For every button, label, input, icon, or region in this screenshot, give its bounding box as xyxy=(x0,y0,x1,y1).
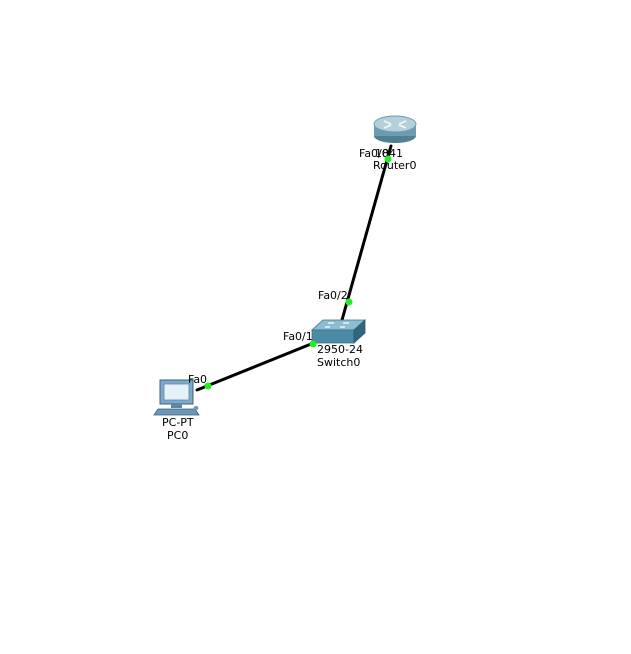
switch0[interactable]: 2950-24 Switch0 xyxy=(310,319,367,369)
switch-icon xyxy=(310,319,367,344)
port-label-switch-fa0-2: Fa0/2 xyxy=(318,289,348,302)
pc-model-label: PC-PT xyxy=(162,416,194,429)
cable-router-switch[interactable] xyxy=(340,144,393,322)
switch-model-label: 2950-24 xyxy=(317,343,363,356)
link-status-dot-switch-lower xyxy=(309,340,317,348)
cables xyxy=(195,144,393,392)
port-label-router-fa0-0: Fa0/0 xyxy=(359,147,389,160)
switch-name-label: Switch0 xyxy=(317,356,360,369)
router0[interactable]: 1841 Router0 xyxy=(373,115,417,172)
port-label-pc-fa0: Fa0 xyxy=(188,373,207,386)
link-status-dot-switch-upper xyxy=(345,298,353,306)
pc0[interactable]: PC-PT PC0 xyxy=(153,379,200,442)
pc-icon xyxy=(153,379,200,416)
link-status-dot-pc xyxy=(204,382,212,390)
cable-switch-pc[interactable] xyxy=(195,340,318,392)
router-name-label: Router0 xyxy=(373,159,416,172)
pc-name-label: PC0 xyxy=(167,429,188,442)
port-label-switch-fa0-1: Fa0/1 xyxy=(283,330,313,343)
router-icon xyxy=(373,115,417,143)
link-status-dot-router xyxy=(384,155,392,163)
router-model-label: 1841 xyxy=(375,147,403,160)
